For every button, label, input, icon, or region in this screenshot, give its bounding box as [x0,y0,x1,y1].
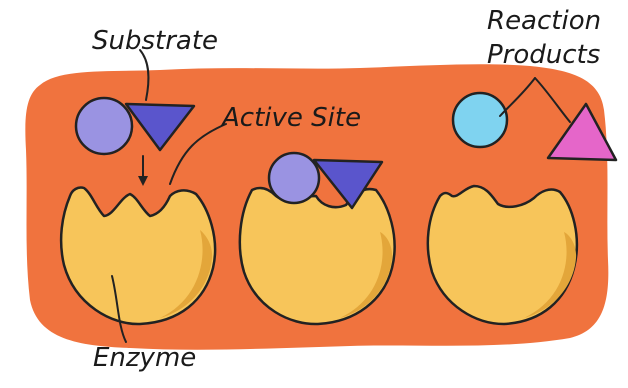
bound-substrate-circle [269,153,319,203]
label-reaction: Reaction [487,8,601,34]
enzyme-2-shape [240,188,395,324]
product-circle-icon [453,93,507,147]
substrate-circle-icon [76,98,132,154]
label-active-site: Active Site [222,105,361,131]
label-enzyme: Enzyme [93,345,196,371]
label-products: Products [487,42,600,68]
label-substrate: Substrate [92,28,218,54]
